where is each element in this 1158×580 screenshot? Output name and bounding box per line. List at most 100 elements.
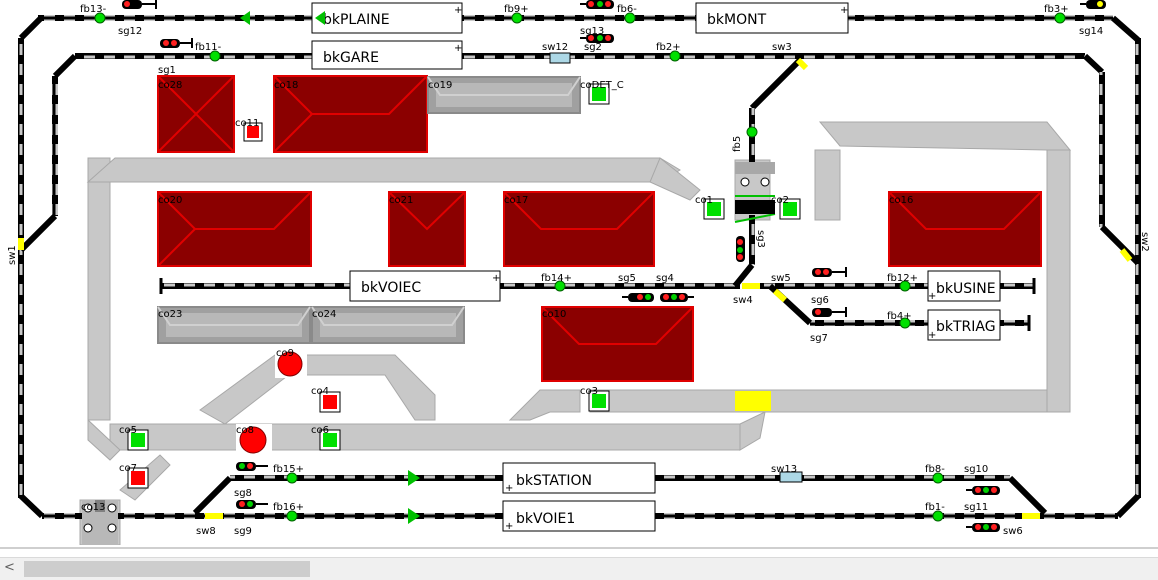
output-co8 <box>236 424 272 454</box>
building-co23[interactable] <box>157 306 311 344</box>
svg-text:sw5: sw5 <box>771 273 791 284</box>
building-co17[interactable] <box>503 191 655 267</box>
feedback-sensors[interactable] <box>94 12 1066 522</box>
svg-text:sw2: sw2 <box>1139 232 1150 252</box>
block-bkplaine[interactable]: bkPLAINE + <box>311 2 463 34</box>
block-bkgare[interactable]: bkGARE + <box>311 40 463 70</box>
labels: fb13- sg12 fb9+ fb6- sg13 fb3+ sg14 fb11… <box>7 4 1150 537</box>
block-bkvoiec[interactable]: bkVOIEC + <box>349 270 501 302</box>
signal-sg13 <box>580 0 614 9</box>
feedback-fb12 <box>899 280 911 292</box>
svg-text:sg4: sg4 <box>656 273 674 284</box>
feedback-fb15 <box>286 472 298 484</box>
block-bkmont[interactable]: bkMONT + <box>695 2 849 34</box>
signal-sg5b <box>812 267 847 277</box>
svg-text:sg2: sg2 <box>584 42 602 53</box>
feedback-fb14 <box>554 280 566 292</box>
svg-text:sg9: sg9 <box>234 526 252 537</box>
svg-text:sg1: sg1 <box>158 65 176 76</box>
signals[interactable] <box>122 0 1106 532</box>
building-co10[interactable] <box>541 306 694 382</box>
block-label: bkTRIAG <box>936 319 996 335</box>
block-label: bkMONT <box>707 12 767 28</box>
svg-text:sw12: sw12 <box>542 42 568 53</box>
signal-sg8 <box>236 462 268 471</box>
block-bktriag[interactable]: bkTRIAG + <box>927 309 1001 341</box>
block-label: bkPLAINE <box>323 12 390 28</box>
feedback-fb3 <box>1054 12 1066 24</box>
output-co3 <box>588 390 610 412</box>
svg-text:sg11: sg11 <box>964 502 988 513</box>
track-layout-canvas: bkPLAINE + bkMONT + bkGARE + bkVOIEC + b… <box>7 0 1150 545</box>
output-co2 <box>779 198 801 220</box>
outputs[interactable] <box>127 83 801 489</box>
svg-text:co24: co24 <box>312 309 336 320</box>
output-co6 <box>319 429 341 451</box>
svg-text:co28: co28 <box>158 80 182 91</box>
signal-sg2 <box>580 34 614 43</box>
feedback-fb2 <box>669 50 681 62</box>
svg-text:co5: co5 <box>119 425 137 436</box>
feedback-fb5 <box>746 126 758 138</box>
feedback-fb16 <box>286 510 298 522</box>
building-co21[interactable] <box>388 191 466 267</box>
svg-text:co8: co8 <box>236 425 254 436</box>
road-sensor-yellow[interactable] <box>735 391 771 411</box>
block-label: bkVOIEC <box>361 280 421 296</box>
signal-sg4 <box>660 293 694 302</box>
output-co5 <box>127 429 149 451</box>
output-co7 <box>127 467 149 489</box>
svg-text:co11: co11 <box>235 118 259 129</box>
block-bkvoie1[interactable]: bkVOIE1 + <box>502 500 656 532</box>
feedback-fb9 <box>511 12 523 24</box>
scroll-left-icon[interactable]: < <box>4 560 15 575</box>
svg-text:fb8-: fb8- <box>925 464 945 475</box>
svg-text:co20: co20 <box>158 195 182 206</box>
horizontal-scrollbar[interactable]: < <box>0 557 1158 580</box>
building-co28[interactable] <box>157 75 235 153</box>
svg-text:co18: co18 <box>274 80 298 91</box>
building-co16[interactable] <box>888 191 1042 267</box>
svg-text:fb14+: fb14+ <box>541 273 572 284</box>
feedback-fb4 <box>899 317 911 329</box>
svg-text:sw3: sw3 <box>772 42 792 53</box>
level-crossing-bottom[interactable] <box>82 500 118 545</box>
svg-text:+: + <box>928 291 936 302</box>
svg-text:co19: co19 <box>428 80 452 91</box>
output-coDET <box>588 83 610 105</box>
signal-sg3 <box>736 236 745 262</box>
scrollbar-thumb[interactable] <box>24 561 310 577</box>
block-bkusine[interactable]: bkUSINE + <box>927 270 1001 302</box>
building-co19[interactable] <box>427 76 581 114</box>
svg-text:fb3+: fb3+ <box>1044 4 1069 15</box>
svg-text:+: + <box>505 483 513 494</box>
building-co20[interactable] <box>157 191 312 267</box>
svg-text:sg8: sg8 <box>234 488 252 499</box>
block-bkstation[interactable]: bkSTATION + <box>502 462 656 494</box>
svg-text:+: + <box>492 273 500 284</box>
svg-text:co16: co16 <box>889 195 913 206</box>
svg-text:co3: co3 <box>580 386 598 397</box>
building-co24[interactable] <box>311 306 465 344</box>
signal-sg5 <box>622 293 654 302</box>
building-co18[interactable] <box>273 75 428 153</box>
svg-text:fb1-: fb1- <box>925 502 945 513</box>
level-crossing-top[interactable] <box>734 162 776 223</box>
direction-arrows <box>240 11 420 524</box>
svg-text:+: + <box>454 43 462 54</box>
feedback-fb11 <box>209 50 221 62</box>
svg-text:fb2+: fb2+ <box>656 42 681 53</box>
svg-text:sw4: sw4 <box>733 295 753 306</box>
svg-text:fb6-: fb6- <box>617 4 637 15</box>
output-co1 <box>703 198 725 220</box>
svg-text:sg10: sg10 <box>964 464 988 475</box>
signal-sg1 <box>160 38 193 48</box>
svg-text:+: + <box>928 330 936 341</box>
svg-text:co2: co2 <box>771 195 789 206</box>
svg-text:co10: co10 <box>542 309 566 320</box>
feedback-fb1 <box>932 510 944 522</box>
output-co11 <box>243 122 263 142</box>
svg-text:sg13: sg13 <box>580 26 604 37</box>
svg-text:+: + <box>454 5 462 16</box>
svg-text:sg7: sg7 <box>810 333 828 344</box>
